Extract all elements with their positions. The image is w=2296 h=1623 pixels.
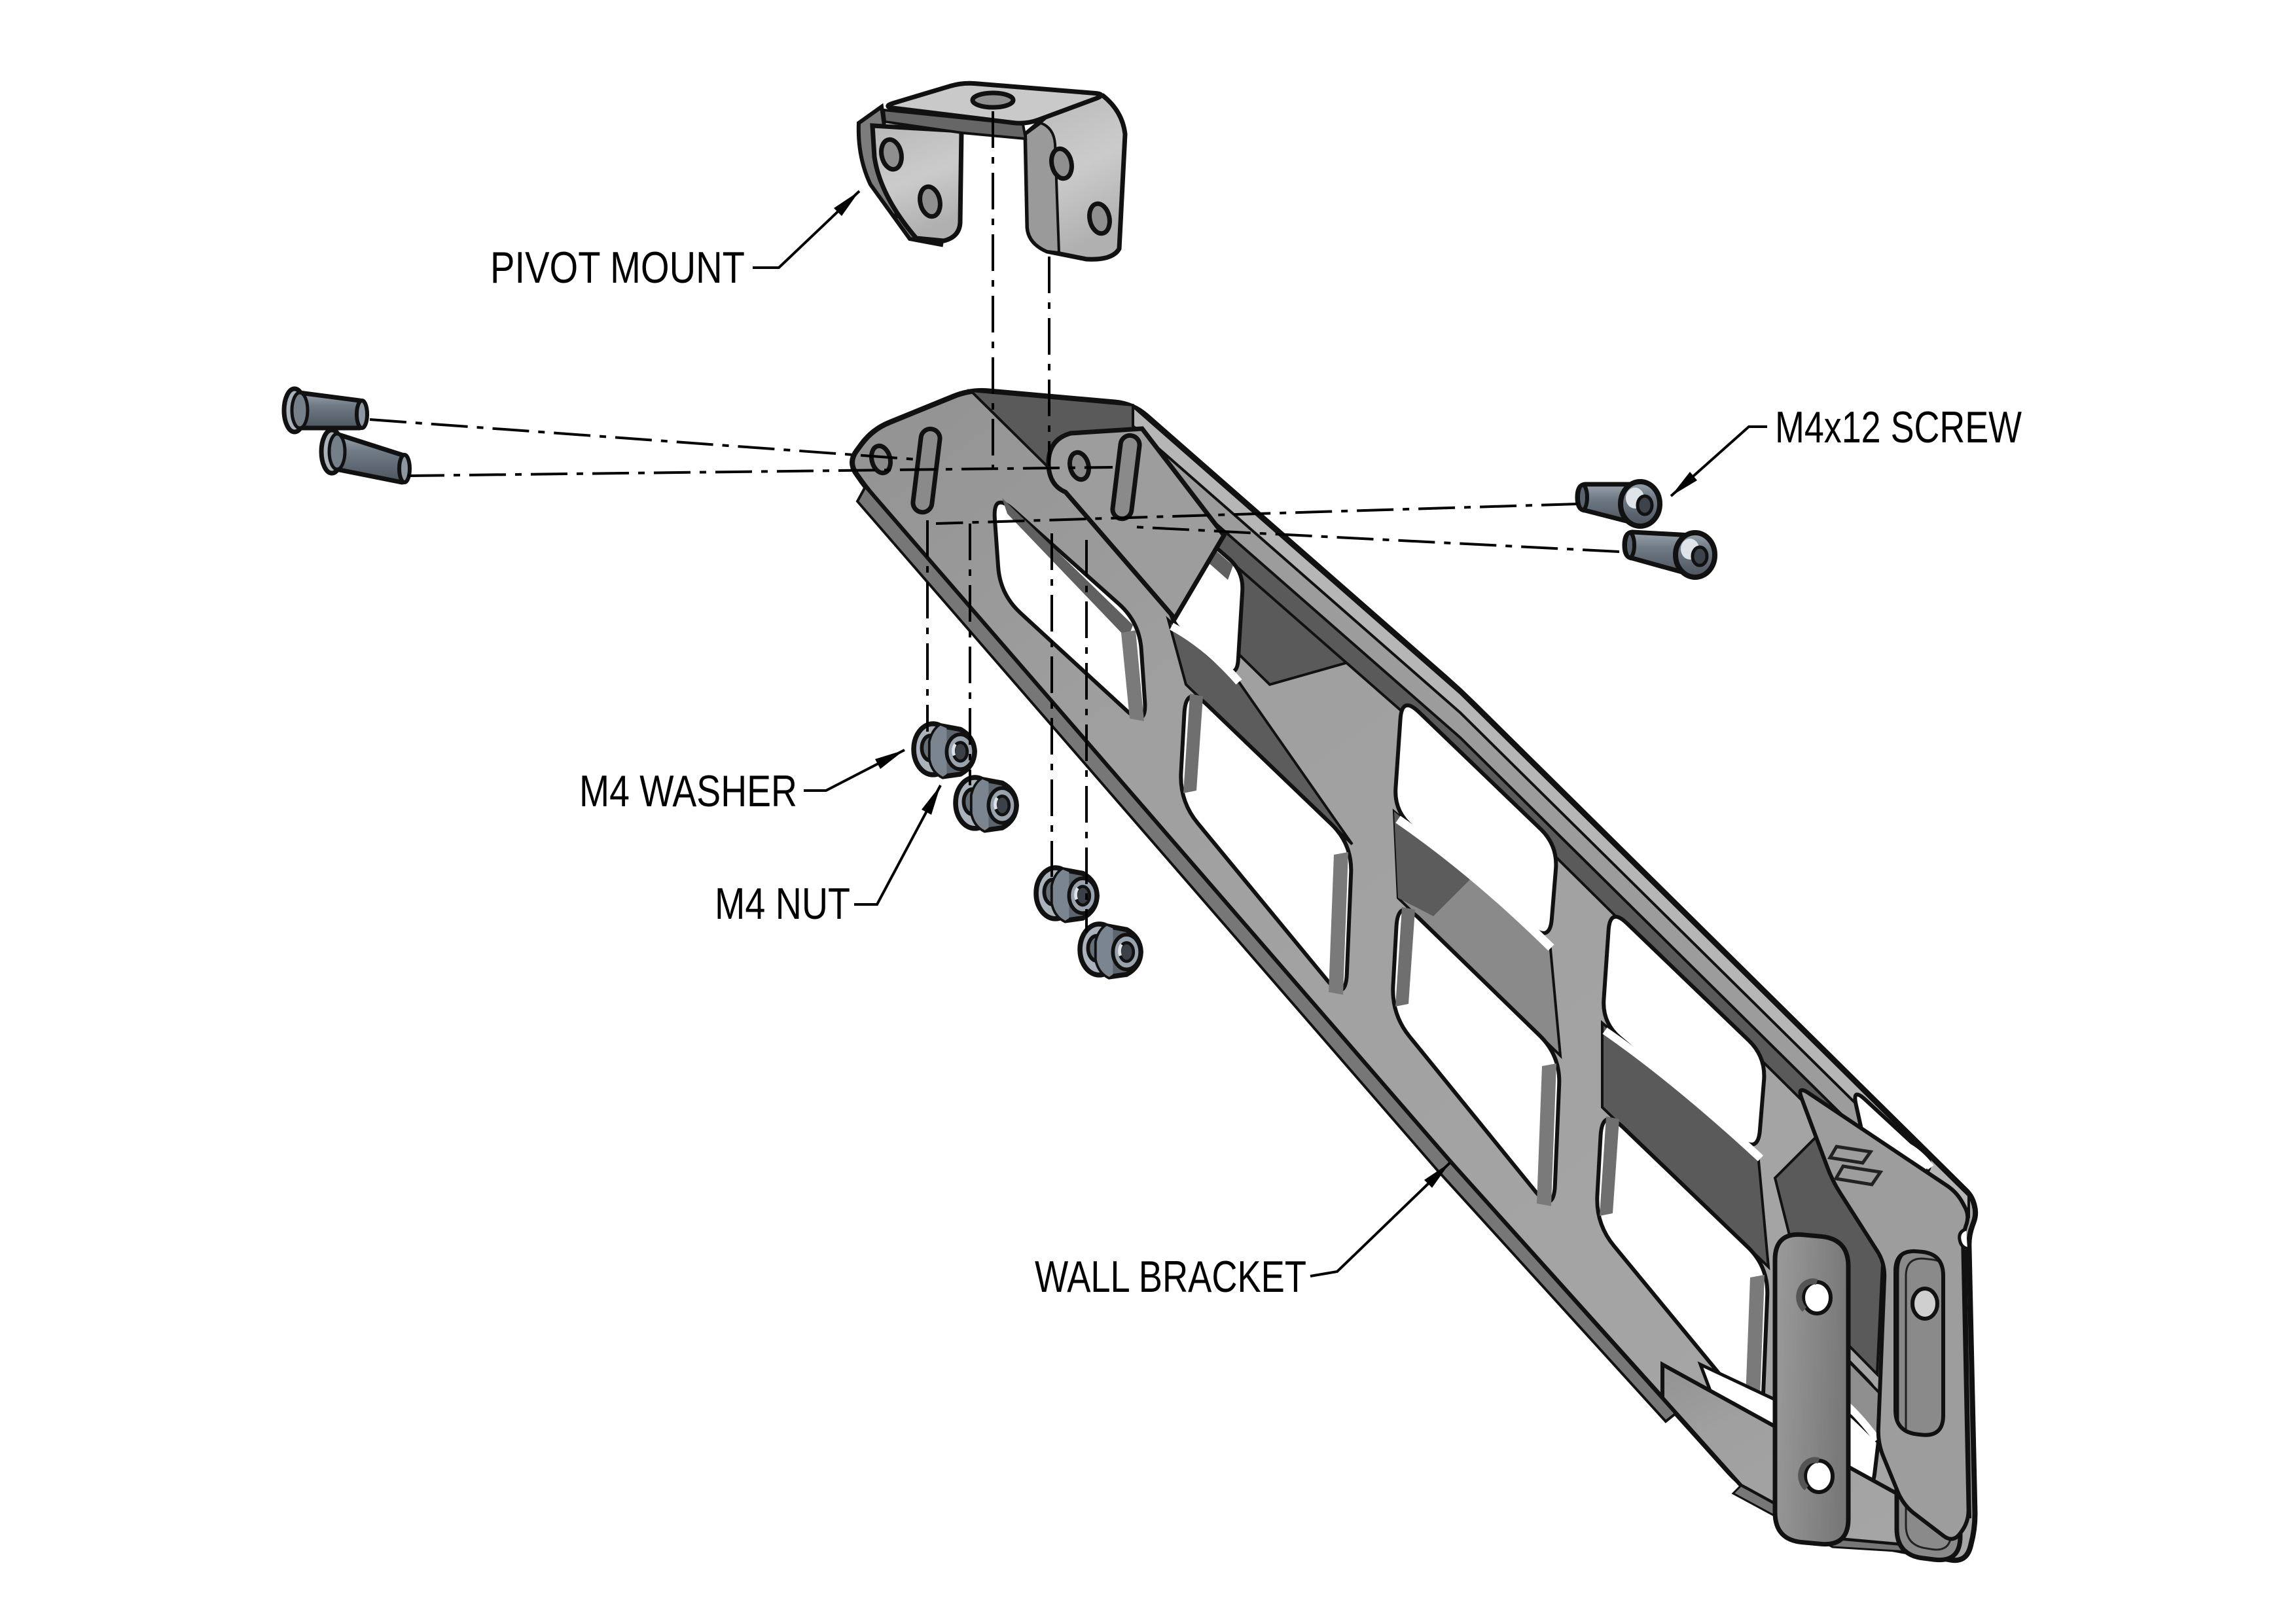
svg-text:M4 WASHER: M4 WASHER: [579, 766, 797, 816]
svg-text:PIVOT MOUNT: PIVOT MOUNT: [490, 243, 745, 293]
svg-text:M4 NUT: M4 NUT: [715, 879, 850, 929]
svg-text:M4x12 SCREW: M4x12 SCREW: [1775, 402, 2022, 452]
svg-text:WALL BRACKET: WALL BRACKET: [1035, 1252, 1306, 1302]
